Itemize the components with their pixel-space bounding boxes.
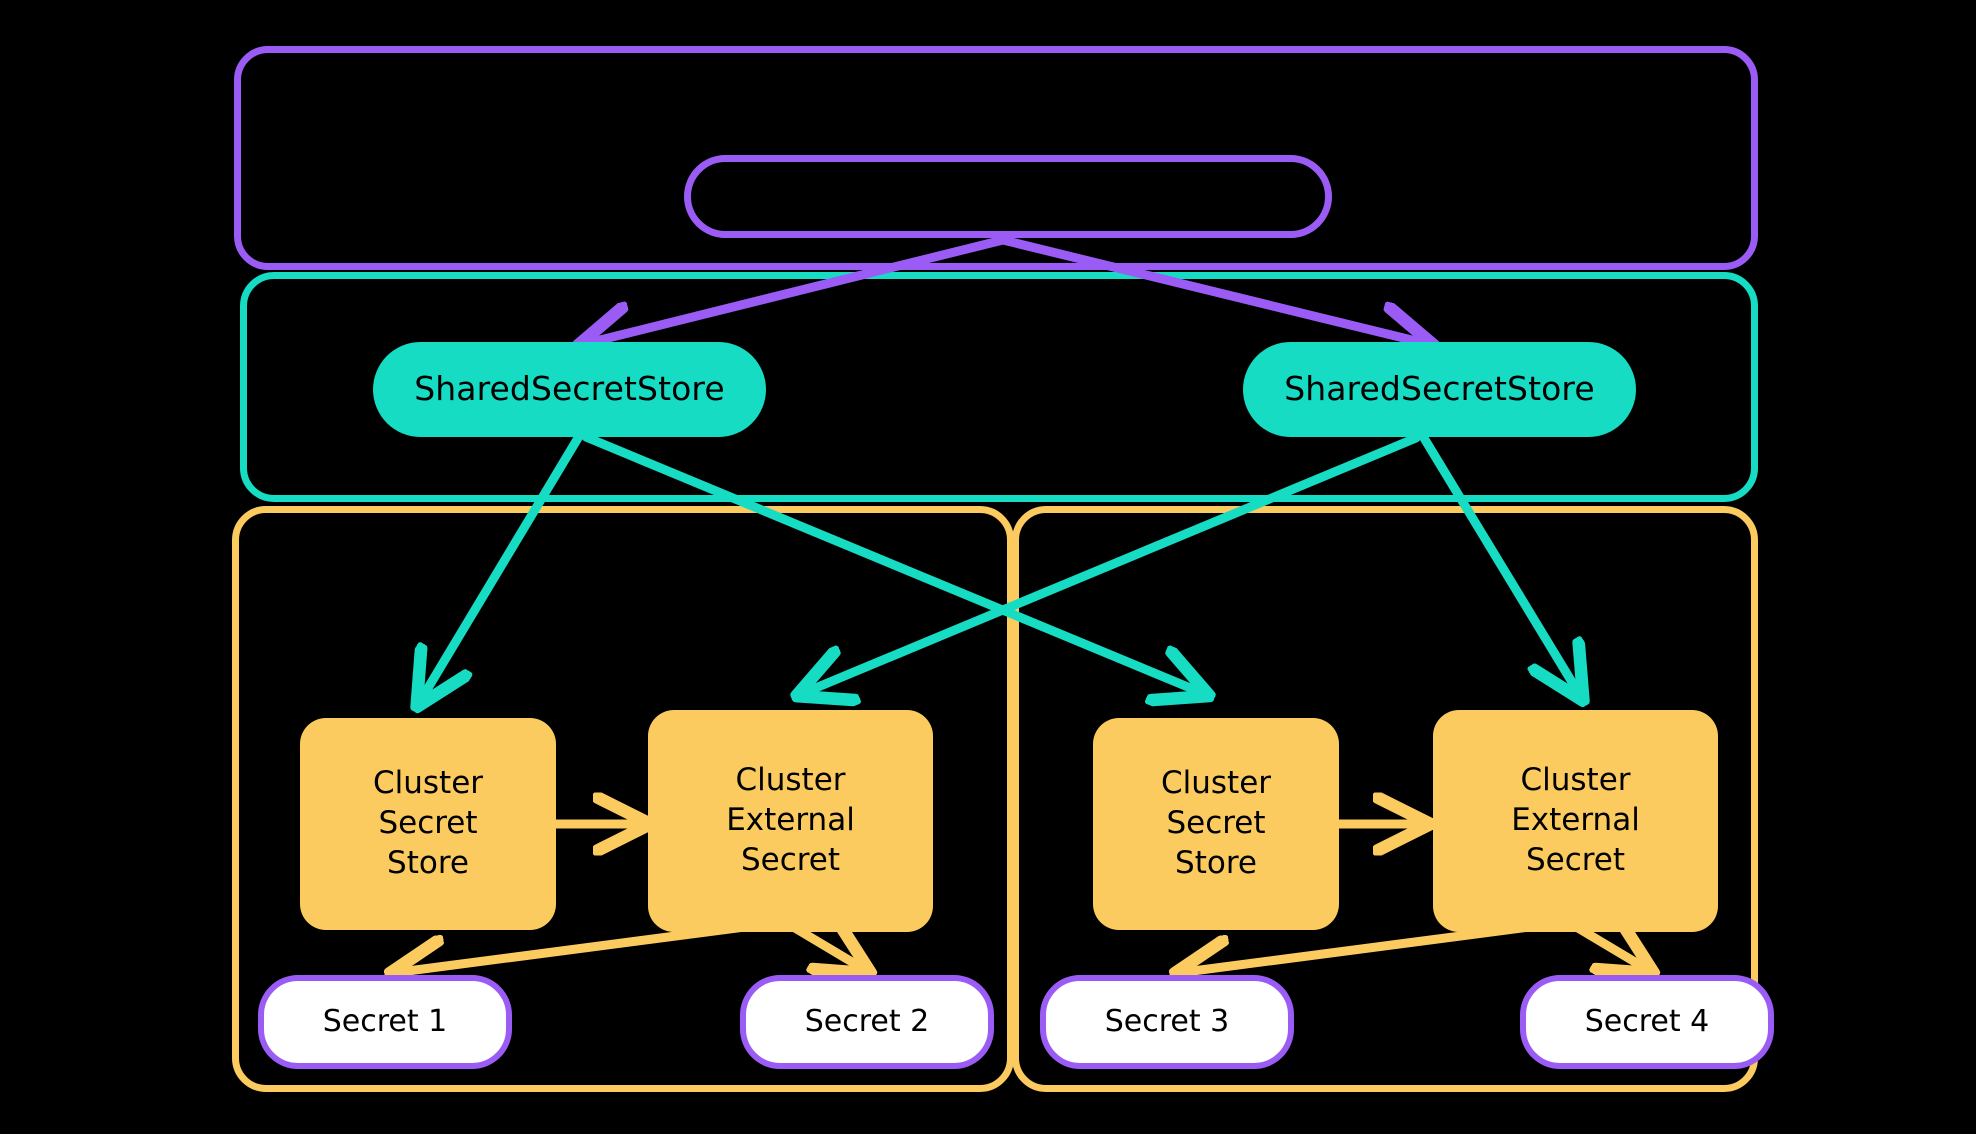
- shared-secret-store-left-label: SharedSecretStore: [414, 369, 725, 409]
- node-secret-2[interactable]: Secret 2: [740, 975, 994, 1069]
- node-shared-secret-store-left[interactable]: SharedSecretStore: [373, 342, 766, 437]
- secret-4-label: Secret 4: [1584, 1003, 1710, 1039]
- cluster-secret-store-right-label: Cluster Secret Store: [1160, 765, 1272, 881]
- cluster-external-secret-right-label: Cluster External Secret: [1511, 762, 1640, 878]
- node-secret-1[interactable]: Secret 1: [258, 975, 512, 1069]
- secret-1-label: Secret 1: [322, 1003, 448, 1039]
- node-cluster-external-secret-left[interactable]: Cluster External Secret: [648, 710, 933, 932]
- node-operator-pill[interactable]: [684, 155, 1332, 238]
- secret-2-label: Secret 2: [804, 1003, 930, 1039]
- node-secret-4[interactable]: Secret 4: [1520, 975, 1774, 1069]
- node-cluster-external-secret-right[interactable]: Cluster External Secret: [1433, 710, 1718, 932]
- node-shared-secret-store-right[interactable]: SharedSecretStore: [1243, 342, 1636, 437]
- shared-secret-store-right-label: SharedSecretStore: [1284, 369, 1595, 409]
- node-cluster-secret-store-right[interactable]: Cluster Secret Store: [1093, 718, 1339, 930]
- node-cluster-secret-store-left[interactable]: Cluster Secret Store: [300, 718, 556, 930]
- cluster-external-secret-left-label: Cluster External Secret: [726, 762, 855, 878]
- secret-3-label: Secret 3: [1104, 1003, 1230, 1039]
- node-secret-3[interactable]: Secret 3: [1040, 975, 1294, 1069]
- cluster-secret-store-left-label: Cluster Secret Store: [372, 765, 484, 881]
